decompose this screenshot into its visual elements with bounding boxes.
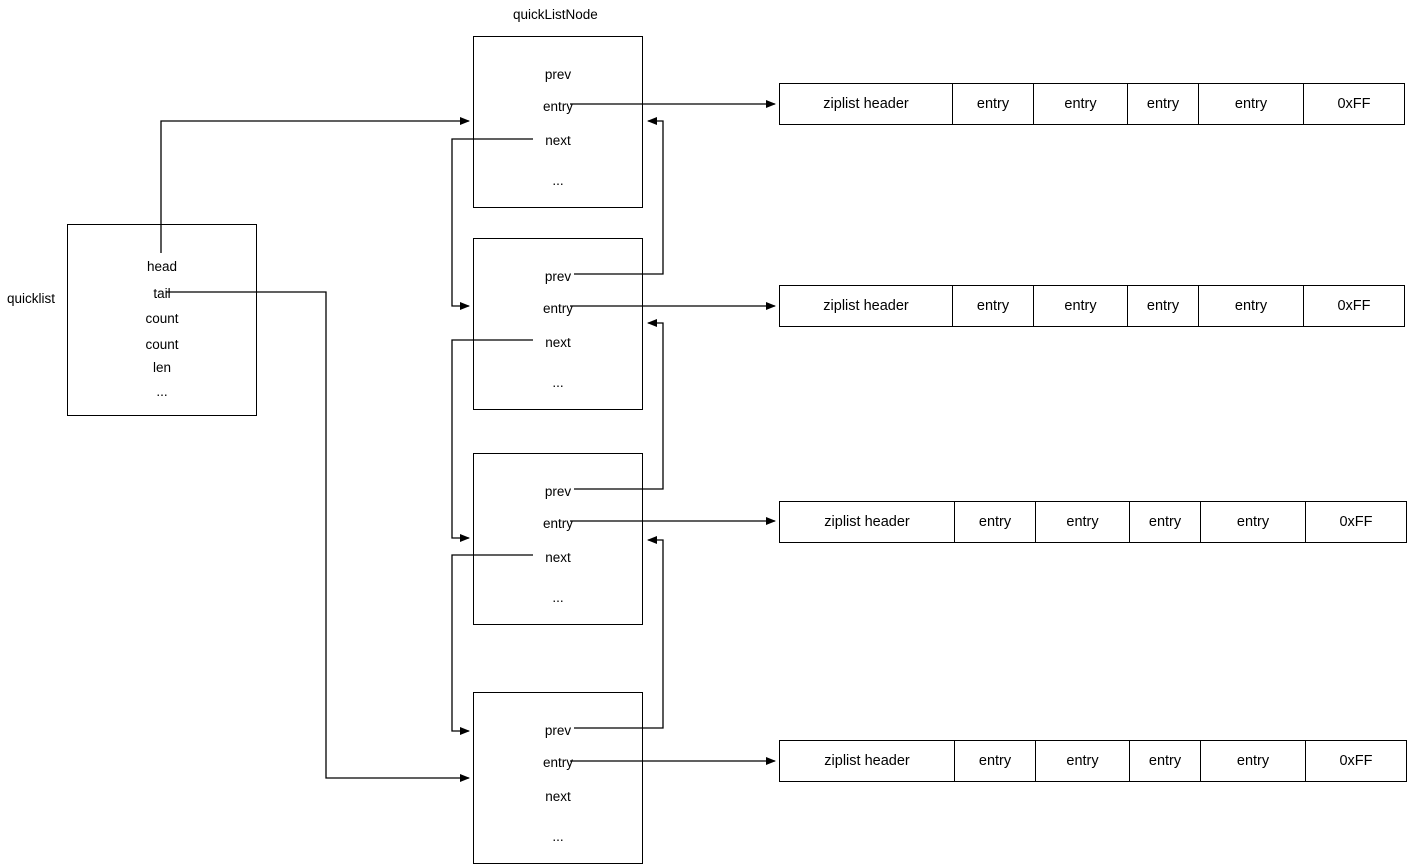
ziplist-3-cell-header: ziplist header xyxy=(780,502,955,542)
ziplist-row-3: ziplist header entry entry entry entry 0… xyxy=(779,501,1407,543)
ziplist-1-cell-terminator: 0xFF xyxy=(1337,96,1371,112)
quicklistnode-box-1: prev entry next ... xyxy=(473,36,643,208)
quicklist-field-tail: tail xyxy=(153,286,171,301)
ziplist-1-cell-entry-3: entry xyxy=(1128,84,1199,124)
ziplist-4-cell-entry-3: entry xyxy=(1130,741,1201,781)
quicklist-field-ellipsis: ... xyxy=(156,384,168,399)
node-3-field-prev: prev xyxy=(544,484,572,499)
ziplist-row-4: ziplist header entry entry entry entry 0… xyxy=(779,740,1407,782)
node-1-field-entry: entry xyxy=(542,99,573,114)
ziplist-1-cell-entry-1: entry xyxy=(953,84,1034,124)
node-3-field-entry: entry xyxy=(542,516,573,531)
ziplist-4-cell-entry-4: entry xyxy=(1201,741,1306,781)
node-1-field-next: next xyxy=(545,133,571,148)
ziplist-2-cell-entry-2: entry xyxy=(1034,286,1128,326)
ziplist-1-cell-entry-4: entry xyxy=(1199,84,1304,124)
quicklist-field-head: head xyxy=(146,259,178,274)
node-1-field-ellipsis: ... xyxy=(552,173,564,188)
quicklistnode-box-3: prev entry next ... xyxy=(473,453,643,625)
quicklist-label: quicklist xyxy=(7,291,56,306)
node-4-field-entry: entry xyxy=(542,755,573,770)
ziplist-2-cell-entry-4: entry xyxy=(1199,286,1304,326)
ziplist-row-2: ziplist header entry entry entry entry 0… xyxy=(779,285,1405,327)
quicklist-field-count-2: count xyxy=(145,337,179,352)
ziplist-1-cell-header: ziplist header xyxy=(780,84,953,124)
ziplist-1-cell-entry-2: entry xyxy=(1034,84,1128,124)
ziplist-3-cell-entry-3: entry xyxy=(1130,502,1201,542)
node-4-field-ellipsis: ... xyxy=(552,829,564,844)
ziplist-2-cell-entry-3: entry xyxy=(1128,286,1199,326)
ziplist-3-cell-entry-2: entry xyxy=(1036,502,1130,542)
node-3-field-ellipsis: ... xyxy=(552,590,564,605)
quicklistnode-box-4: prev entry next ... xyxy=(473,692,643,864)
node-4-field-prev: prev xyxy=(544,723,572,738)
ziplist-4-cell-entry-1: entry xyxy=(955,741,1036,781)
node-2-field-next: next xyxy=(545,335,571,350)
ziplist-2-cell-header: ziplist header xyxy=(780,286,953,326)
ziplist-2-cell-entry-1: entry xyxy=(953,286,1034,326)
quicklist-box xyxy=(67,224,257,416)
ziplist-4-cell-header: ziplist header xyxy=(780,741,955,781)
quicklist-field-count-1: count xyxy=(145,311,179,326)
ziplist-3-cell-entry-4: entry xyxy=(1201,502,1306,542)
node-2-field-prev: prev xyxy=(544,269,572,284)
node-4-field-next: next xyxy=(545,789,571,804)
ziplist-row-1: ziplist header entry entry entry entry 0… xyxy=(779,83,1405,125)
node-2-field-ellipsis: ... xyxy=(552,375,564,390)
quicklistnode-box-2: prev entry next ... xyxy=(473,238,643,410)
ziplist-3-cell-entry-1: entry xyxy=(955,502,1036,542)
ziplist-4-cell-entry-2: entry xyxy=(1036,741,1130,781)
quicklistnode-title: quickListNode xyxy=(513,7,598,22)
node-3-field-next: next xyxy=(545,550,571,565)
ziplist-2-cell-terminator: 0xFF xyxy=(1337,298,1371,314)
ziplist-4-cell-terminator: 0xFF xyxy=(1339,753,1373,769)
node-2-field-entry: entry xyxy=(542,301,573,316)
node-1-field-prev: prev xyxy=(544,67,572,82)
ziplist-3-cell-terminator: 0xFF xyxy=(1339,514,1373,530)
quicklist-field-len: len xyxy=(152,360,171,375)
